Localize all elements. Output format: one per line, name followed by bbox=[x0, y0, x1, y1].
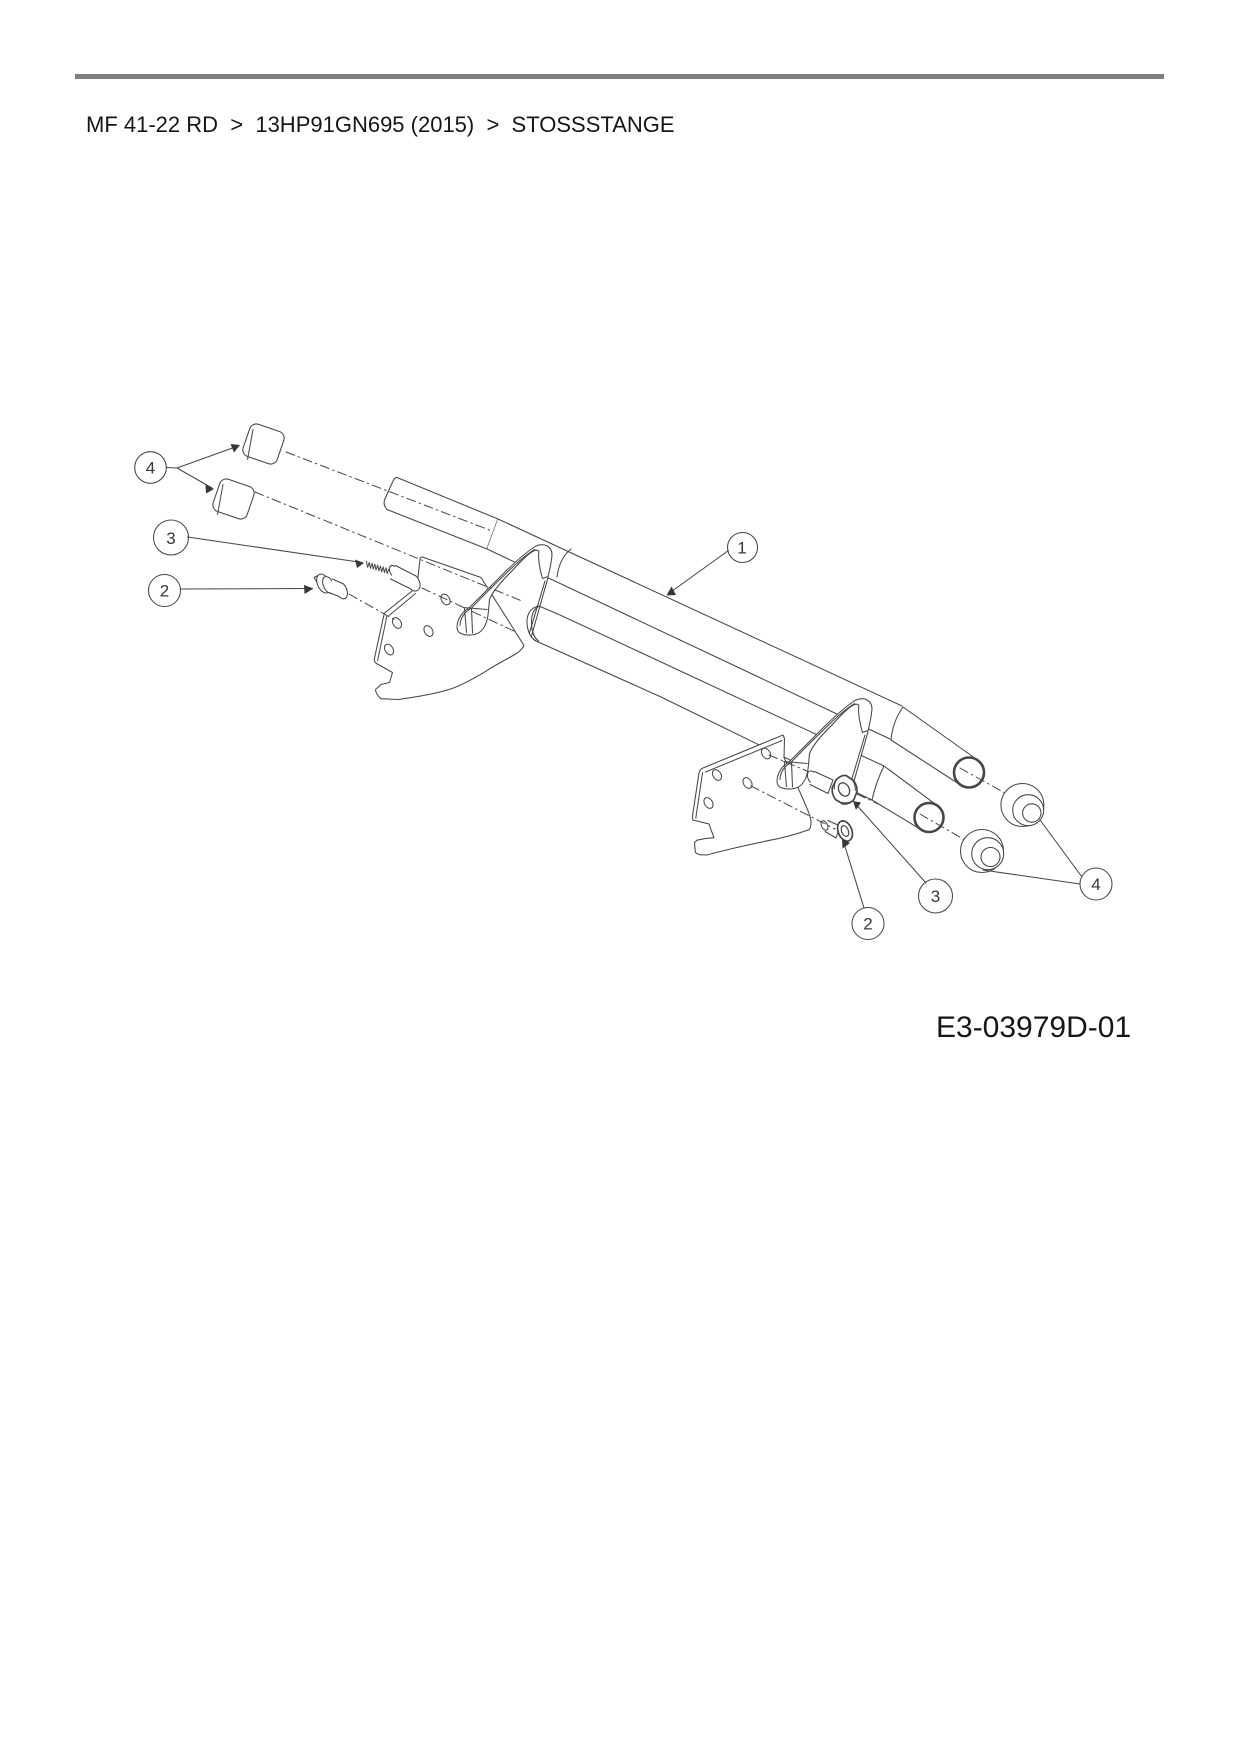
svg-text:4: 4 bbox=[1091, 875, 1100, 894]
svg-text:2: 2 bbox=[160, 582, 169, 601]
svg-text:2: 2 bbox=[863, 915, 872, 934]
svg-text:4: 4 bbox=[146, 459, 155, 478]
svg-text:3: 3 bbox=[931, 887, 940, 906]
svg-text:3: 3 bbox=[166, 529, 175, 548]
svg-text:1: 1 bbox=[737, 539, 746, 558]
